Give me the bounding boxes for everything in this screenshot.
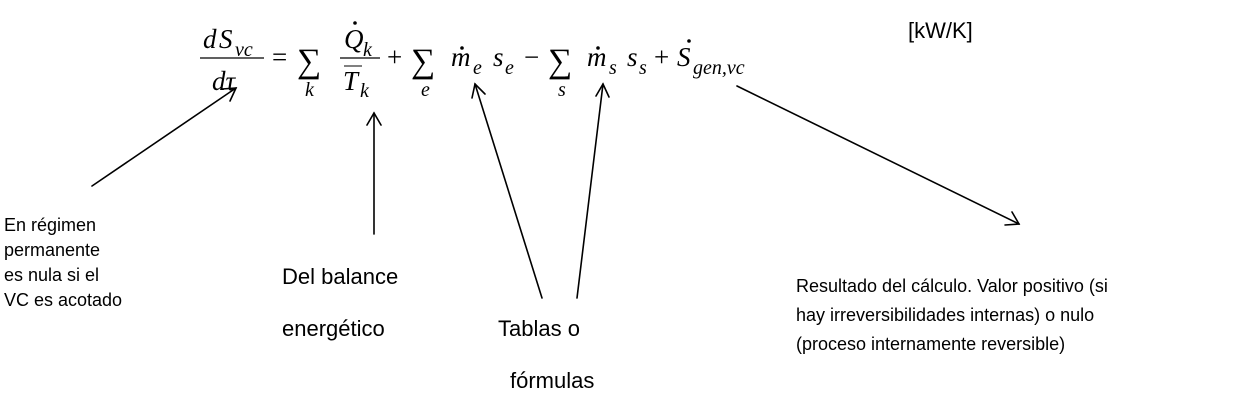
sum-k-index: k <box>305 79 315 101</box>
m-dot-s: m <box>587 42 607 72</box>
steady-state-line-1: En régimen <box>4 215 97 235</box>
minus-sign: − <box>524 42 539 72</box>
tables-line-2: fórmulas <box>510 368 595 393</box>
sum-s-symbol: ∑ <box>548 43 572 80</box>
energy-balance-line-2: energético <box>282 316 385 341</box>
tables-note: Tablas o fórmulas <box>498 314 594 396</box>
s-e: s <box>493 42 504 72</box>
S-dot-gen: S <box>677 42 691 72</box>
entropy-balance-equation: d S vc dτ = ∑ k Q k T k + ∑ e m e s e − … <box>200 21 745 102</box>
sum-e-index: e <box>421 79 430 101</box>
result-note: Resultado del cálculo. Valor positivo (s… <box>796 274 1108 357</box>
sum-e-symbol: ∑ <box>411 43 435 80</box>
tables-line-1: Tablas o <box>498 316 580 341</box>
Q-dot: Q <box>344 24 364 54</box>
lhs-S: S <box>219 24 233 54</box>
sum-s-index: s <box>558 79 566 101</box>
arrow-steady-state <box>91 87 238 187</box>
lhs-d-num: d <box>203 24 217 54</box>
arrow-tables-ms <box>576 82 610 299</box>
lhs-sub-vc: vc <box>235 39 253 61</box>
steady-state-note: En régimen permanente es nula si el VC e… <box>4 213 122 313</box>
m-sub-s: s <box>609 57 617 79</box>
s-sub-s: s <box>639 57 647 79</box>
result-line-3: (proceso internamente reversible) <box>796 334 1066 354</box>
arrow-energy-balance <box>366 111 382 235</box>
energy-balance-note: Del balance energético <box>282 262 398 344</box>
S-sub-gen-vc: gen,vc <box>693 57 745 79</box>
T-bar: T <box>343 66 360 96</box>
m-dot-s-mark <box>596 46 600 50</box>
m-sub-e: e <box>473 57 482 79</box>
result-line-1: Resultado del cálculo. Valor positivo (s… <box>796 276 1108 296</box>
plus-sign-1: + <box>387 42 402 72</box>
steady-state-line-3: es nula si el <box>4 265 100 285</box>
m-dot-e: m <box>451 42 471 72</box>
m-dot-e-mark <box>460 46 464 50</box>
plus-sign-2: + <box>654 42 669 72</box>
energy-balance-line-1: Del balance <box>282 264 399 289</box>
Q-sub-k: k <box>363 39 373 61</box>
equals-sign: = <box>272 42 287 72</box>
S-dot-mark <box>687 39 691 43</box>
sum-k-symbol: ∑ <box>297 43 321 80</box>
Q-dot-mark <box>353 21 357 25</box>
result-line-2: hay irreversibilidades internas) o nulo <box>796 305 1095 325</box>
arrow-tables-me <box>471 82 543 299</box>
steady-state-line-4: VC es acotado <box>4 290 123 310</box>
T-sub-k: k <box>360 80 370 102</box>
s-s: s <box>627 42 638 72</box>
units-label: [kW/K] <box>908 18 973 43</box>
s-sub-e: e <box>505 57 514 79</box>
arrow-result <box>736 85 1021 226</box>
steady-state-line-2: permanente <box>4 240 101 260</box>
